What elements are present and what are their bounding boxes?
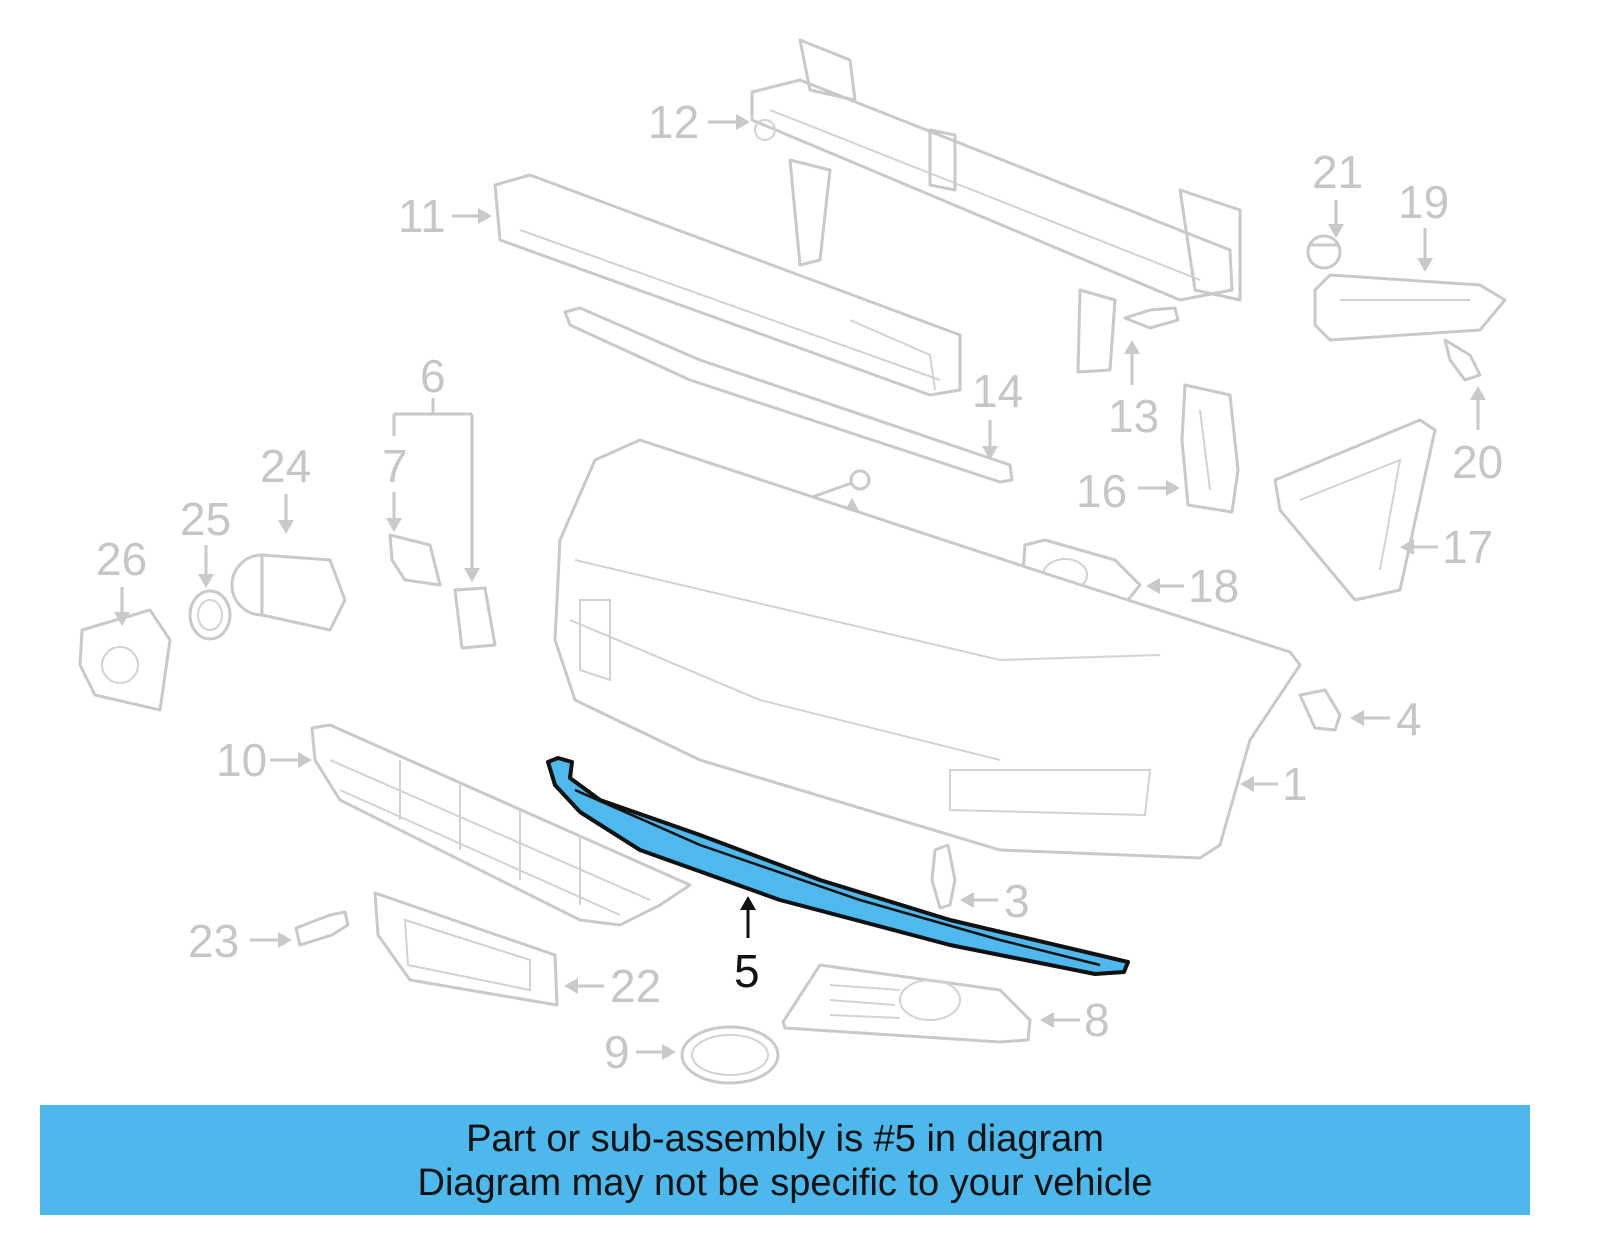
part-25-ring[interactable] xyxy=(188,589,232,641)
part-7-cap[interactable] xyxy=(388,533,442,587)
part-1-bumper-cover[interactable] xyxy=(553,438,1302,860)
callout-17: 17 xyxy=(1400,521,1493,573)
svg-text:21: 21 xyxy=(1312,146,1363,198)
svg-text:20: 20 xyxy=(1452,436,1503,488)
callout-21: 21 xyxy=(1312,146,1363,238)
svg-text:22: 22 xyxy=(610,960,661,1012)
callout-6: 6 xyxy=(392,350,474,570)
part-10-lower-grille[interactable] xyxy=(310,723,692,927)
callout-24: 24 xyxy=(260,440,311,534)
callout-4: 4 xyxy=(1350,693,1422,745)
callout-11: 11 xyxy=(398,190,492,242)
svg-text:18: 18 xyxy=(1188,560,1239,612)
callout-25: 25 xyxy=(180,493,231,588)
part-19-bracket[interactable] xyxy=(1313,273,1507,342)
svg-text:13: 13 xyxy=(1108,390,1159,442)
part-8-fog-grille[interactable] xyxy=(781,963,1032,1044)
callout-22: 22 xyxy=(564,960,661,1012)
callout-8: 8 xyxy=(1040,994,1110,1046)
svg-text:3: 3 xyxy=(1004,875,1030,927)
part-22-license-plate-bracket[interactable] xyxy=(373,891,559,1007)
callout-26: 26 xyxy=(96,533,147,626)
callout-23: 23 xyxy=(188,915,292,967)
part-23-clip[interactable] xyxy=(294,910,350,947)
svg-text:26: 26 xyxy=(96,533,147,585)
info-banner: Part or sub-assembly is #5 in diagram Di… xyxy=(40,1105,1530,1215)
callout-20: 20 xyxy=(1452,386,1503,488)
callout-1: 1 xyxy=(1240,758,1308,810)
callout-19: 19 xyxy=(1398,176,1449,272)
svg-text:16: 16 xyxy=(1076,465,1127,517)
part-5-lower-trim-strip[interactable] xyxy=(546,756,1130,976)
callout-7: 7 xyxy=(382,440,480,582)
part-4-clip[interactable] xyxy=(1298,688,1342,732)
svg-text:17: 17 xyxy=(1442,521,1493,573)
part-16-bracket[interactable] xyxy=(1180,383,1240,514)
part-26-holder[interactable] xyxy=(78,608,172,712)
part-20-screw[interactable] xyxy=(1443,338,1482,382)
callout-5: 5 xyxy=(734,896,760,997)
callout-3: 3 xyxy=(960,875,1030,927)
svg-text:23: 23 xyxy=(188,915,239,967)
part-17-guide-bracket[interactable] xyxy=(1273,418,1437,602)
svg-text:6: 6 xyxy=(420,350,446,402)
callout-9: 9 xyxy=(604,1026,676,1078)
svg-text:14: 14 xyxy=(972,365,1023,417)
svg-text:11: 11 xyxy=(398,190,446,242)
svg-text:5: 5 xyxy=(734,945,760,997)
callout-16: 16 xyxy=(1076,465,1180,517)
part-6-cap[interactable] xyxy=(453,586,497,650)
part-24-sensor[interactable] xyxy=(230,553,347,632)
part-11-energy-absorber[interactable] xyxy=(493,173,962,397)
callout-12: 12 xyxy=(648,96,750,148)
part-12-reinforcement-bar[interactable] xyxy=(750,38,1242,374)
svg-text:8: 8 xyxy=(1084,994,1110,1046)
part-9-trim-ring[interactable] xyxy=(680,1025,780,1085)
svg-text:19: 19 xyxy=(1398,176,1449,228)
svg-text:7: 7 xyxy=(382,440,408,492)
svg-text:24: 24 xyxy=(260,440,311,492)
callout-18: 18 xyxy=(1146,560,1239,612)
svg-text:10: 10 xyxy=(216,734,267,786)
part-21-clip[interactable] xyxy=(1306,234,1342,270)
part-13-bolt[interactable] xyxy=(1123,306,1180,330)
svg-text:9: 9 xyxy=(604,1026,630,1078)
banner-line-part-number: Part or sub-assembly is #5 in diagram xyxy=(466,1118,1104,1160)
part-3-clip[interactable] xyxy=(930,843,957,910)
part-14-upper-strip[interactable] xyxy=(563,306,1014,484)
svg-text:25: 25 xyxy=(180,493,231,545)
banner-line-disclaimer: Diagram may not be specific to your vehi… xyxy=(417,1162,1153,1204)
callout-14: 14 xyxy=(972,365,1023,460)
svg-text:12: 12 xyxy=(648,96,699,148)
svg-text:4: 4 xyxy=(1396,693,1422,745)
callout-13: 13 xyxy=(1108,340,1159,442)
svg-text:1: 1 xyxy=(1282,758,1308,810)
callout-10: 10 xyxy=(216,734,312,786)
